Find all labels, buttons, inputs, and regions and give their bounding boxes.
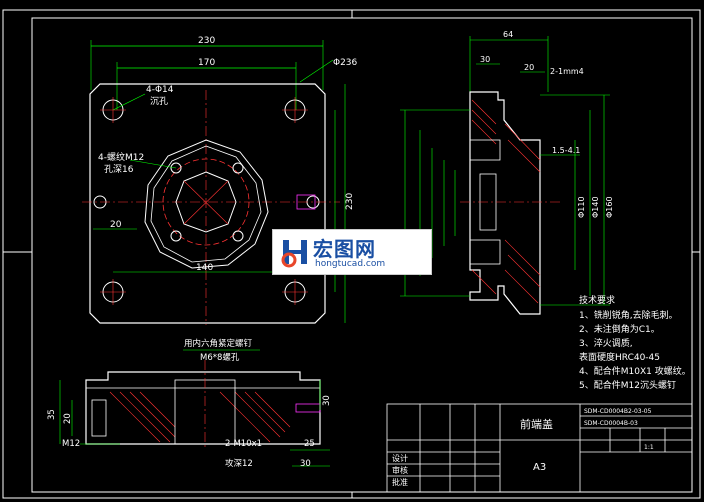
watermark-logo-icon <box>281 240 307 268</box>
tech-item: 3、淬火调质, <box>579 337 633 349</box>
dim-bottom-r3: 30 <box>322 395 332 406</box>
drawing-code-2: SDM-CD0004B-03 <box>584 420 638 427</box>
dim-side-b: 20 <box>524 63 534 72</box>
tech-title: 技术要求 <box>579 294 615 306</box>
drawn-label: 设计 <box>392 453 408 463</box>
dim-bottom-h2: 20 <box>63 413 73 424</box>
dim-side-c: 2-1mm4 <box>550 67 584 76</box>
dim-top-inner: 170 <box>198 58 215 68</box>
dim-bottom-r1: 25 <box>304 439 315 449</box>
title-block <box>386 403 693 493</box>
tech-item: 2、未注倒角为C1。 <box>579 323 660 335</box>
dim-bottom-mid: 2-M10x1 <box>225 439 262 449</box>
dim-side-a: 30 <box>480 55 490 64</box>
tech-item: 1、铣削锐角,去除毛刺。 <box>579 309 678 321</box>
tech-item: 4、配合件M10X1 攻螺纹。 <box>579 365 691 377</box>
drawing-frame <box>2 9 701 499</box>
part-name: 前端盖 <box>520 417 553 431</box>
dim-side-top: 64 <box>503 30 513 39</box>
approve-label: 批准 <box>392 477 408 487</box>
hole-note-2b: 孔深16 <box>104 164 134 175</box>
dim-top-height: 230 <box>345 193 355 210</box>
tech-requirements: 技术要求 1、铣削锐角,去除毛刺。 2、未注倒角为C1。 3、淬火调质, 表面硬… <box>579 294 691 391</box>
top-view <box>82 40 346 325</box>
hole-note-1: 4-Φ14 <box>146 85 174 95</box>
bottom-callout-2: M6*8螺孔 <box>200 352 240 363</box>
hole-note-2: 4-螺纹M12 <box>98 151 144 163</box>
watermark-url: hongtucad.com <box>315 259 386 269</box>
material: A3 <box>533 462 546 473</box>
dim-top-width: 230 <box>198 36 215 46</box>
tech-item: 5、配合件M12沉头螺钉 <box>579 379 676 391</box>
dim-side-e: Φ110 <box>577 196 586 218</box>
side-section-view <box>400 36 610 315</box>
bottom-section-view <box>59 349 330 467</box>
tech-item: 表面硬度HRC40-45 <box>579 351 660 363</box>
drawing-code-1: SDM-CD0004B2-03-05 <box>584 408 652 415</box>
dim-bottom-mid2: 攻深12 <box>225 458 253 469</box>
watermark-name: 宏图网 <box>313 237 376 261</box>
dim-bottom-left: M12 <box>62 439 80 449</box>
dim-top-bottom: 140 <box>196 263 213 273</box>
dim-side-f: Φ140 <box>591 196 600 218</box>
dim-bottom-r2: 30 <box>300 459 311 469</box>
scale: 1:1 <box>644 444 654 451</box>
dim-top-diameter: Φ236 <box>333 58 358 68</box>
dim-side-g: Φ160 <box>605 196 614 218</box>
dim-top-left: 20 <box>110 220 122 230</box>
dim-side-d: 1.5-4.1 <box>552 146 580 155</box>
hole-note-1b: 沉孔 <box>150 96 168 107</box>
check-label: 审核 <box>392 465 408 475</box>
watermark: 宏图网 hongtucad.com <box>272 229 432 275</box>
dim-bottom-h1: 35 <box>47 409 57 420</box>
bottom-callout-1: 用内六角紧定螺钉 <box>184 338 253 349</box>
